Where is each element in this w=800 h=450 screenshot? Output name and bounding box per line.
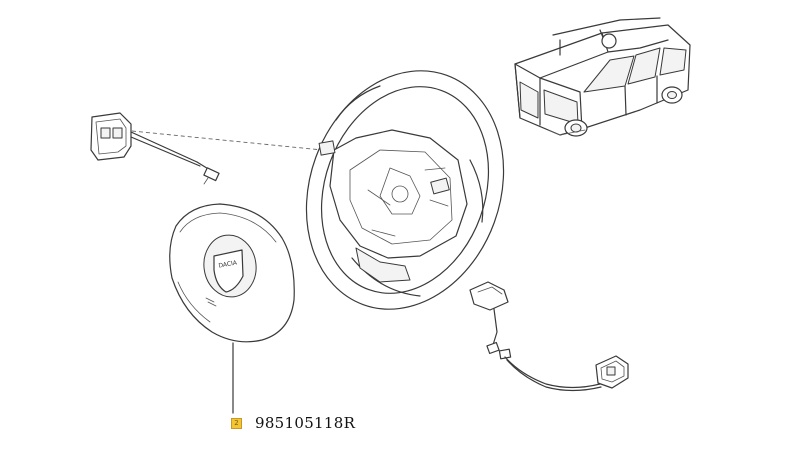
airbag-module: DACIA <box>169 203 295 343</box>
part-marker[interactable]: 2 <box>231 417 242 429</box>
steering-switch-right <box>469 281 629 392</box>
part-number[interactable]: 985105118R <box>255 414 356 432</box>
leader-dashed <box>131 130 323 151</box>
vehicle-illustration <box>514 17 691 137</box>
steering-wheel <box>305 70 505 310</box>
airbag-logo-text: DACIA <box>218 259 238 269</box>
part-callout: 2 985105118R <box>231 414 355 432</box>
steering-switch-left <box>90 112 220 185</box>
